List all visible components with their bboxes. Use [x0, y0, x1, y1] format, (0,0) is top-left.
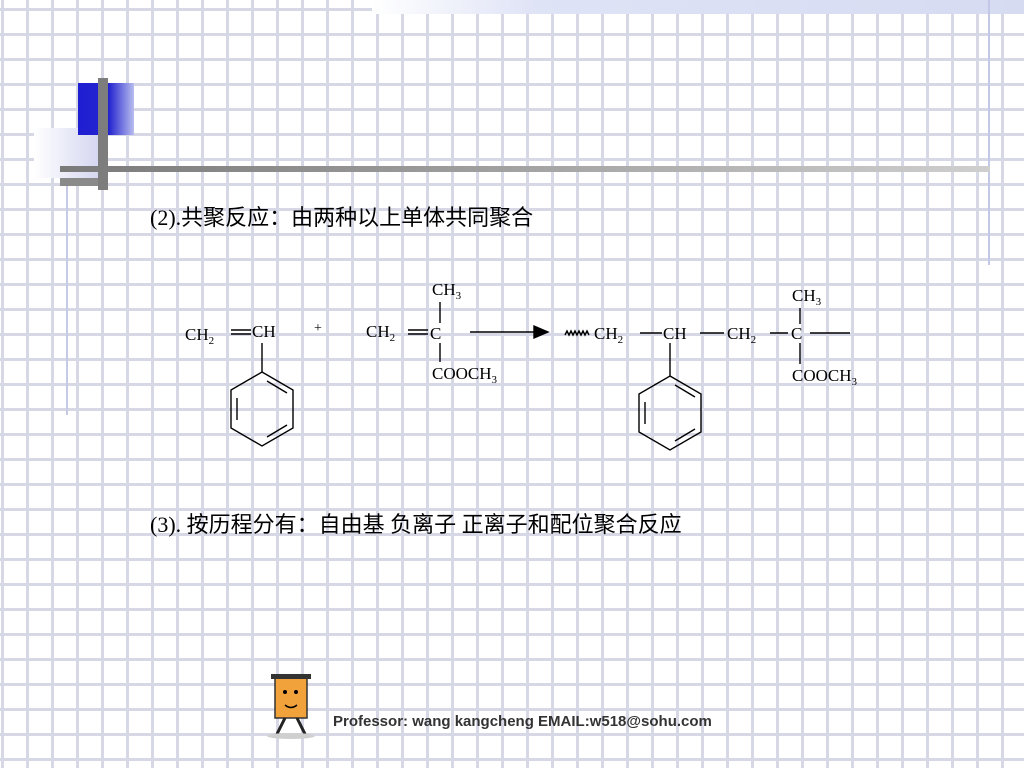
copolymerization-heading: (2).共聚反应：由两种以上单体共同聚合	[150, 205, 534, 230]
product-benzene-ring	[638, 375, 702, 451]
left-divider-line	[66, 180, 68, 415]
product-ch2-a-label: CH2	[594, 324, 623, 346]
mma-methyl-label: CH3	[432, 280, 462, 302]
styrene-benzene-ring	[230, 371, 294, 447]
professor-mascot-icon	[267, 674, 315, 739]
mma-ch2-label: CH2	[366, 322, 395, 344]
polymer-chain-wavy-end	[564, 329, 590, 337]
product-c-label: C	[791, 324, 802, 343]
product-methyl-label: CH3	[792, 286, 822, 308]
decor-vertical-bar	[98, 78, 108, 190]
styrene-ch2-label: CH2	[185, 325, 214, 347]
decor-horizontal-bar	[60, 166, 990, 172]
mechanism-classification-line: (3). 按历程分有：自由基 负离子 正离子和配位聚合反应	[150, 512, 682, 537]
top-gradient-band	[372, 0, 1024, 14]
product-ester-label: COOCH3	[792, 366, 858, 388]
product-ch2-b-label: CH2	[727, 324, 756, 346]
styrene-ch-label: CH	[252, 322, 276, 341]
product-ch-label: CH	[663, 324, 687, 343]
professor-credit: Professor: wang kangcheng EMAIL:w518@soh…	[333, 713, 712, 730]
decor-short-bar	[60, 178, 100, 186]
right-divider-line	[988, 0, 990, 265]
plus-sign: +	[314, 321, 322, 336]
mma-ester-label: COOCH3	[432, 364, 498, 386]
reaction-arrow-head	[533, 324, 550, 340]
mma-c-label: C	[430, 324, 441, 343]
